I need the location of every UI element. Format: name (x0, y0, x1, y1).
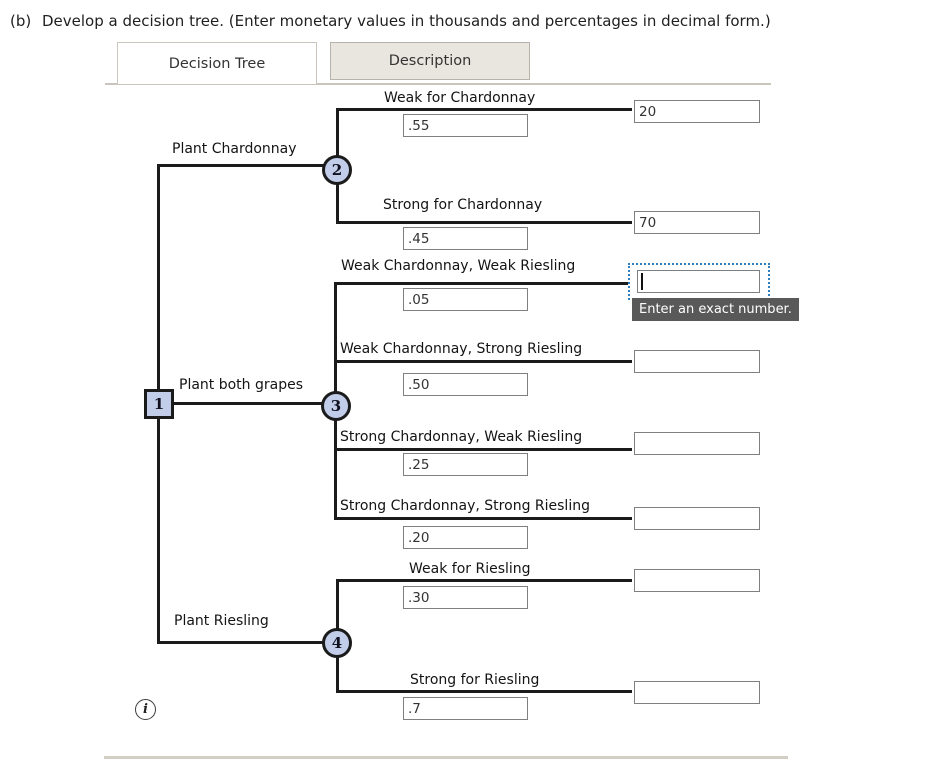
text-caret (641, 273, 643, 290)
branch-line-strong-riesling (336, 690, 632, 693)
payoff-input-weakC-weakR[interactable] (637, 270, 760, 293)
payoff-input-weak-chardonnay[interactable] (634, 100, 760, 123)
probability-input-weak-chardonnay[interactable] (403, 114, 528, 137)
outcome-label-weak-chardonnay: Weak for Chardonnay (384, 90, 536, 106)
outcome-label-strong-riesling: Strong for Riesling (410, 672, 540, 688)
part-label: (b) (10, 12, 32, 30)
payoff-input-strongC-weakR[interactable] (634, 432, 760, 455)
outcome-label-weakC-weakR: Weak Chardonnay, Weak Riesling (341, 258, 576, 274)
outcome-label-strong-chardonnay: Strong for Chardonnay (383, 197, 543, 213)
tab-description[interactable]: Description (330, 42, 530, 80)
branch-line-weakC-strongR (334, 360, 632, 363)
outcome-label-strongC-strongR: Strong Chardonnay, Strong Riesling (340, 498, 590, 514)
branch-line-weak-riesling (336, 579, 632, 582)
branch-line-strong-chardonnay (336, 221, 632, 224)
probability-input-strong-chardonnay[interactable] (403, 227, 528, 250)
payoff-input-strongC-strongR[interactable] (634, 507, 760, 530)
branch-label-plant-riesling: Plant Riesling (174, 613, 269, 629)
info-icon[interactable]: i (135, 699, 156, 720)
branch-label-plant-chardonnay: Plant Chardonnay (172, 141, 297, 157)
branch-line-weakC-weakR (334, 282, 628, 285)
branch-line-plant-riesling (157, 641, 324, 644)
tooltip-enter-exact-number: Enter an exact number. (632, 298, 799, 321)
chance-node-2: 2 (322, 155, 352, 185)
payoff-input-weakC-strongR[interactable] (634, 350, 760, 373)
payoff-input-strong-chardonnay[interactable] (634, 211, 760, 234)
payoff-input-weak-riesling[interactable] (634, 569, 760, 592)
outcome-label-weak-riesling: Weak for Riesling (409, 561, 531, 577)
outcome-label-weakC-strongR: Weak Chardonnay, Strong Riesling (340, 341, 583, 357)
probability-input-weakC-weakR[interactable] (403, 288, 528, 311)
tabs-divider (105, 83, 771, 85)
branch-line-strongC-strongR (334, 517, 632, 520)
probability-input-strongC-weakR[interactable] (403, 453, 528, 476)
page-title: Develop a decision tree. (Enter monetary… (42, 12, 771, 30)
probability-input-strongC-strongR[interactable] (403, 526, 528, 549)
probability-input-strong-riesling[interactable] (403, 697, 528, 720)
tab-decision-tree[interactable]: Decision Tree (117, 42, 317, 84)
branch-line-plant-chardonnay (157, 164, 324, 167)
bottom-divider (104, 756, 788, 759)
payoff-input-strong-riesling[interactable] (634, 681, 760, 704)
branch-line-plant-both-grapes (157, 402, 323, 405)
chance-node-3: 3 (321, 391, 351, 421)
chance-node-4: 4 (322, 628, 352, 658)
decision-node-1: 1 (144, 389, 174, 419)
branch-label-plant-both-grapes: Plant both grapes (179, 377, 304, 393)
branch-line-weak-chardonnay (336, 108, 632, 111)
probability-input-weakC-strongR[interactable] (403, 373, 528, 396)
probability-input-weak-riesling[interactable] (403, 586, 528, 609)
outcome-label-strongC-weakR: Strong Chardonnay, Weak Riesling (340, 429, 583, 445)
branch-line-strongC-weakR (334, 448, 632, 451)
